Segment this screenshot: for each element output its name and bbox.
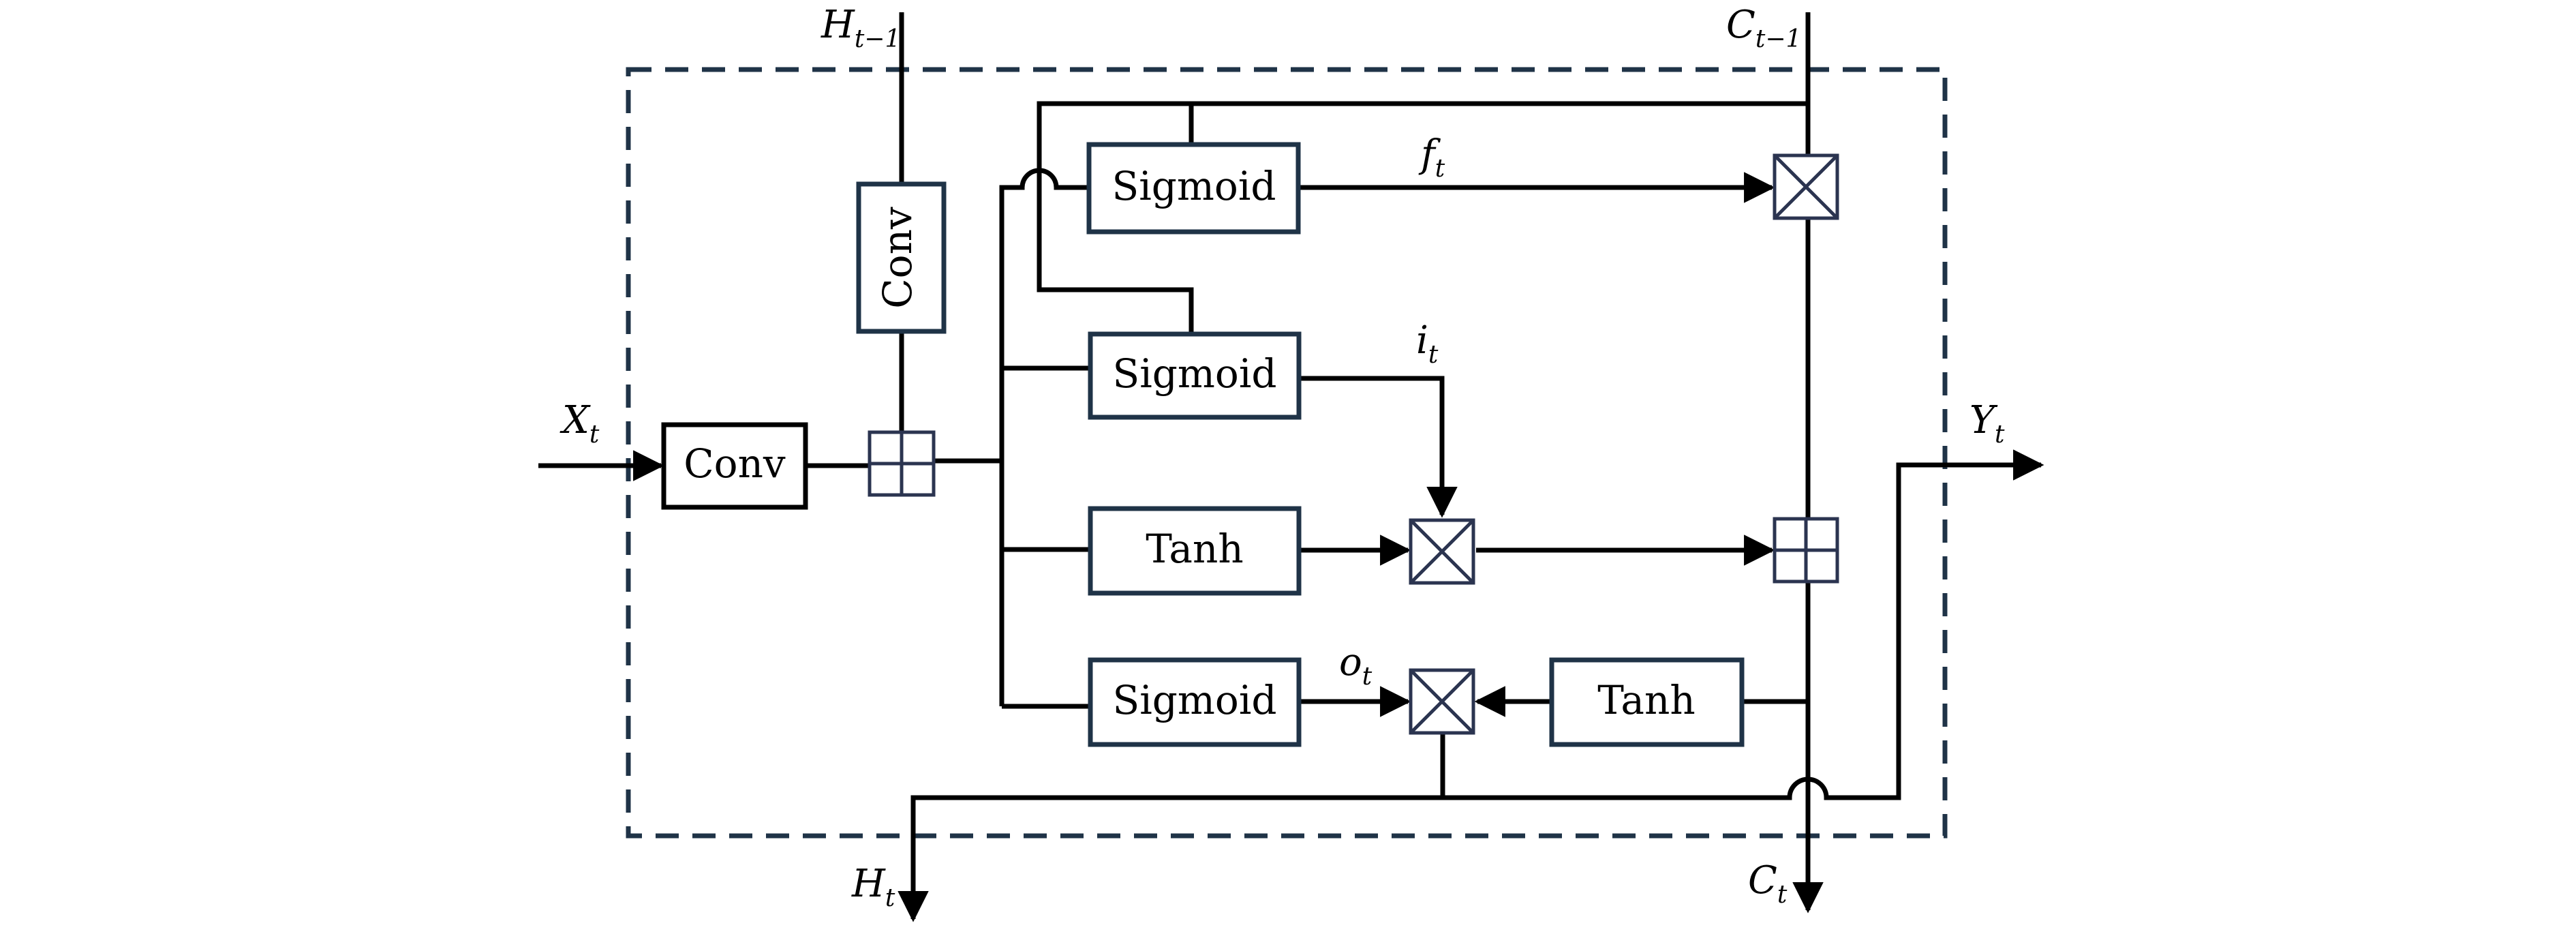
multiply-operator-icon (1409, 668, 1475, 735)
label-i-t: it (1416, 318, 1439, 369)
sigmoid-input-block: Sigmoid (1088, 331, 1302, 420)
wires (538, 12, 2044, 922)
label-c-prev: Ct−1 (1726, 3, 1801, 53)
plus-operator-icon (868, 430, 936, 497)
label-f-t: ft (1418, 132, 1445, 183)
label-x-t: Xt (559, 398, 600, 449)
label-h-prev: Ht−1 (821, 3, 900, 53)
conv-hidden-label: Conv (874, 207, 921, 309)
multiply-operator-icon (1773, 153, 1839, 220)
tanh-cell-block: Tanh (1549, 657, 1745, 747)
sigmoid-output-label: Sigmoid (1112, 677, 1276, 723)
tanh-cell-label: Tanh (1597, 677, 1695, 723)
label-y-t: Yt (1969, 398, 2005, 449)
input-gate-arrow (1300, 376, 1458, 518)
cell-boundary (626, 67, 1948, 839)
multiply-operator-icon (1409, 518, 1475, 585)
tanh-candidate-block: Tanh (1088, 506, 1302, 596)
label-c-t: Ct (1748, 858, 1788, 909)
gate-input-bus (999, 168, 1089, 706)
conv-hidden-block: Conv (856, 181, 947, 334)
label-o-t: ot (1339, 640, 1373, 691)
label-h-t: Ht (851, 862, 895, 912)
hidden-output-path (898, 462, 1901, 922)
plus-operator-icon (1773, 517, 1839, 584)
tanh-candidate-label: Tanh (1146, 526, 1243, 572)
peephole-wire (1037, 101, 1808, 332)
sigmoid-forget-label: Sigmoid (1111, 163, 1276, 209)
conv-input-label: Conv (684, 440, 786, 487)
sigmoid-input-label: Sigmoid (1112, 350, 1276, 397)
sigmoid-output-block: Sigmoid (1088, 657, 1302, 747)
conv-input-block: Conv (661, 422, 808, 510)
sigmoid-forget-block: Sigmoid (1086, 142, 1301, 235)
